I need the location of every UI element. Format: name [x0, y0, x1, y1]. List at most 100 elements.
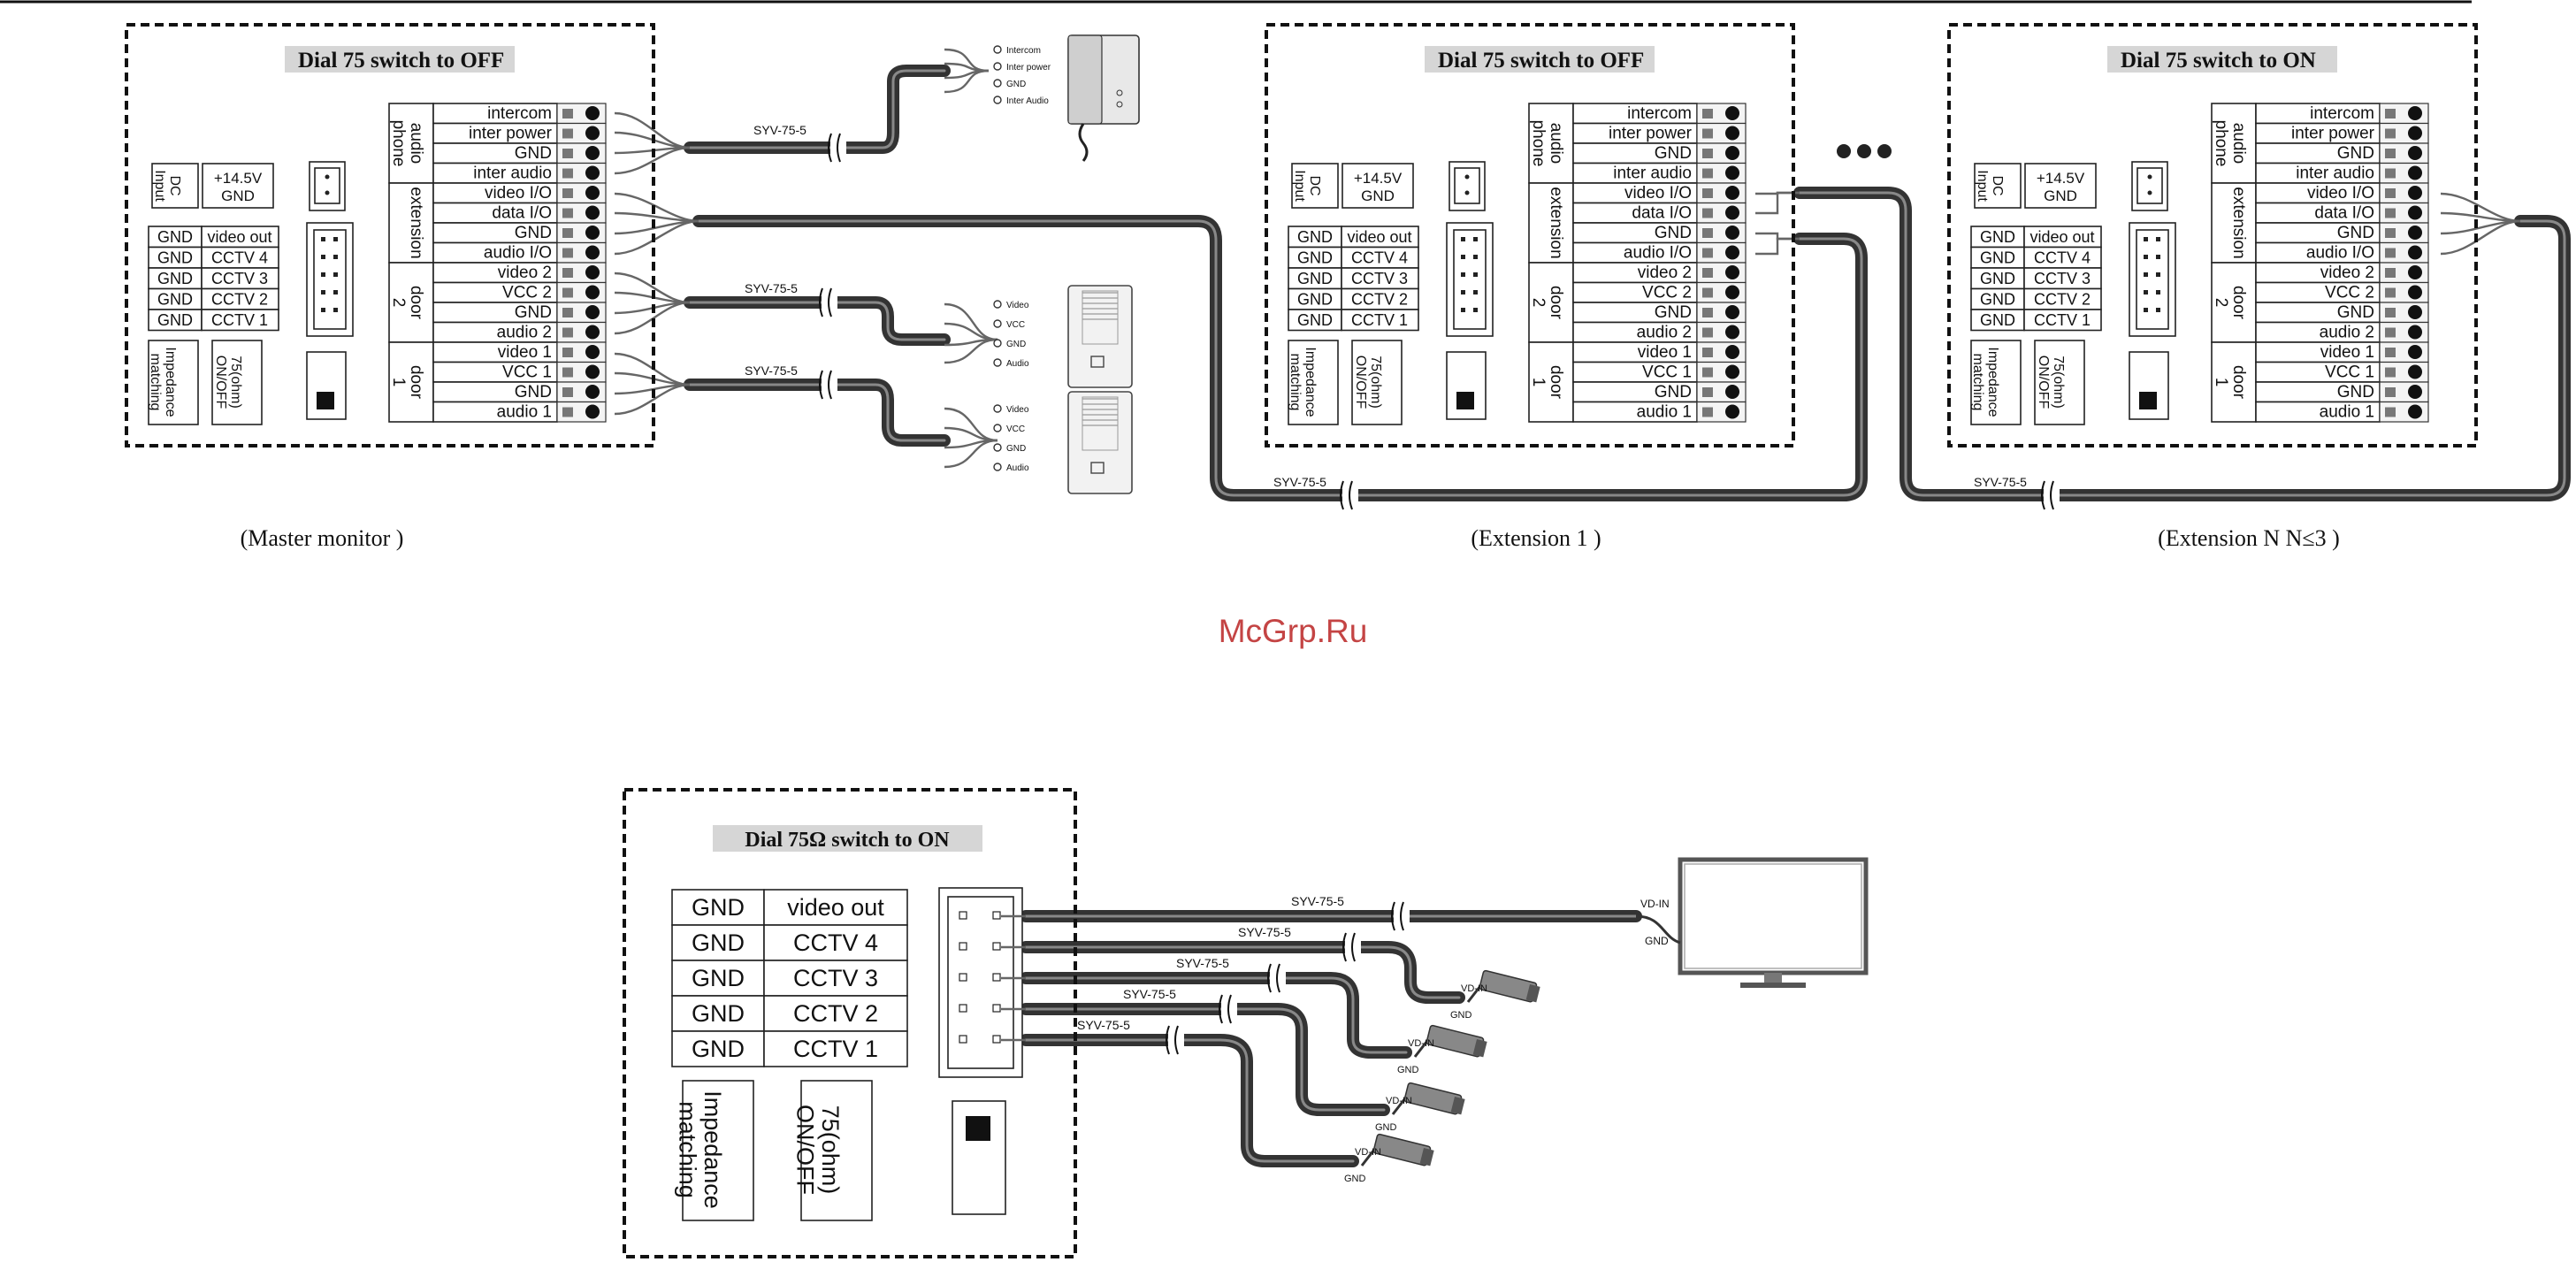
- cctv-signal-text: CCTV 2: [1351, 291, 1408, 309]
- terminal-pin-label: video I/O: [1624, 184, 1692, 203]
- bottom-cctv-signal-text: CCTV 3: [793, 965, 878, 991]
- voltage-box: [2024, 163, 2097, 209]
- screw-terminal-slot: [1702, 367, 1713, 378]
- screw-terminal-head: [1725, 305, 1739, 319]
- camera-gnd-label: GND: [1397, 1065, 1419, 1075]
- screw-terminal-head: [1725, 146, 1739, 160]
- header-pin: [321, 237, 325, 241]
- screw-terminal-head: [2408, 325, 2422, 340]
- cable-break-line: [1227, 994, 1232, 1024]
- cable-break-line: [1276, 963, 1280, 993]
- screw-terminal-head: [2408, 404, 2422, 419]
- door-station-camera-area: [1082, 290, 1119, 345]
- terminal-group-label-line: phone: [1529, 120, 1548, 167]
- ohm-switch-label-line: ON/OFF: [1353, 356, 1368, 409]
- terminal-group-box: [388, 182, 434, 264]
- bottom-cable-2-highlight: [1024, 976, 1408, 1054]
- screw-terminal-slot: [1702, 287, 1713, 298]
- ohm-switch-label-text: 75(ohm)ON/OFF: [213, 356, 243, 409]
- door-station-call-button: [1090, 462, 1105, 474]
- impedance-label-text: Impedancematching: [1288, 347, 1318, 417]
- cable-label-door1: SYV-75-5: [745, 363, 798, 378]
- screw-terminal-slot: [1702, 387, 1713, 397]
- cable-handset: [684, 65, 951, 154]
- camera-lens: [1450, 1097, 1465, 1115]
- caption-extension-1: (Extension 1 ): [1471, 525, 1601, 551]
- cctv-header-inner: [2136, 229, 2169, 330]
- camera-lens: [1525, 984, 1540, 1003]
- power-pin: [2147, 190, 2152, 195]
- bottom-cctv-gnd-text: GND: [692, 1000, 745, 1027]
- screw-terminal-slot: [562, 149, 573, 158]
- terminal-group-label-text: extension: [407, 187, 425, 258]
- header-pin: [1473, 290, 1478, 294]
- impedance-label-line: Impedance: [163, 347, 178, 417]
- screw-terminal-head: [1725, 245, 1739, 260]
- terminal-group-box: [2211, 341, 2257, 423]
- screw-terminal-slot: [1702, 128, 1713, 139]
- bottom-cctv-gnd-cell: [671, 889, 765, 926]
- terminal-group-label-text: audiophone: [389, 120, 425, 167]
- bottom-ohm-switch-label-line: ON/OFF: [792, 1105, 819, 1195]
- screw-terminal-slot: [2385, 268, 2396, 278]
- terminal-pin-label: GND: [2337, 144, 2374, 163]
- header-pin: [1473, 308, 1478, 312]
- screw-terminal-slot: [562, 387, 573, 397]
- bottom-cctv-signal-cell: [763, 960, 908, 997]
- header-pin: [1473, 255, 1478, 259]
- voltage-gnd-label: GND: [1361, 187, 1395, 204]
- bottom-banner-bg: [713, 825, 982, 852]
- terminal-group-label-line: audio: [1547, 123, 1565, 164]
- header-pin: [1461, 272, 1465, 277]
- screw-terminal-slot: [2385, 149, 2396, 158]
- screw-terminal-head: [1725, 106, 1739, 120]
- cable-ext1-extn: [1793, 187, 2571, 501]
- terminal-group-label-text: door2: [389, 286, 425, 320]
- bottom-cctv-signal-text: CCTV 4: [793, 929, 878, 956]
- header-pin: [1461, 290, 1465, 294]
- terminal-group-label: audiophone: [389, 120, 425, 167]
- cctv-signal-cell: [1341, 309, 1419, 332]
- camera-vd-in-label: VD-IN: [1386, 1096, 1412, 1106]
- terminal-group-label: door2: [2212, 286, 2248, 320]
- terminal-group-label-text: extension: [2229, 187, 2248, 258]
- cctv-gnd-text: GND: [1980, 228, 2015, 246]
- terminal-group-label: audiophone: [2212, 120, 2248, 167]
- tv-vd-in-label: VD-IN: [1640, 898, 1670, 910]
- screw-terminal-slot: [562, 407, 573, 417]
- screw-terminal-slot: [2385, 287, 2396, 298]
- screw-terminal-slot: [2385, 327, 2396, 338]
- cctv-signal-text: CCTV 2: [2034, 291, 2091, 309]
- screw-terminal-head: [585, 325, 600, 340]
- camera-lens: [1419, 1147, 1434, 1166]
- bottom-impedance-label-line: matching: [675, 1101, 701, 1198]
- panel-ext1: Dial 75 switch to OFFDCInput+14.5VGNDGND…: [1265, 23, 1795, 447]
- terminal-group-label-line: extension: [1547, 187, 1565, 258]
- terminal-pin-label: video I/O: [2307, 184, 2374, 203]
- wire-terminal: [993, 424, 1002, 432]
- terminal-group-label-line: 2: [1529, 298, 1548, 308]
- cable-label-ext1: SYV-75-5: [1273, 475, 1326, 489]
- bottom-impedance-label-text: Impedancematching: [675, 1090, 726, 1209]
- bottom-banner: Dial 75Ω switch to ON: [745, 829, 950, 852]
- bottom-connector-pin: [959, 973, 967, 982]
- camera-vd-in-label: VD-IN: [1408, 1038, 1434, 1049]
- tv-monitor-base: [1740, 983, 1806, 988]
- terminal-pin-label: audio I/O: [1624, 244, 1692, 263]
- screw-terminal-slot: [562, 348, 573, 357]
- wire-terminal: [993, 358, 1002, 367]
- ext1-jumper-wire: [1755, 191, 1800, 215]
- terminal-pin-label: GND: [515, 144, 552, 163]
- cable-break: [1166, 1025, 1184, 1055]
- wire-terminal: [993, 443, 1002, 452]
- terminal-group-label-line: door: [1547, 365, 1565, 400]
- terminal-group-label-line: 1: [2212, 378, 2230, 387]
- cable-break-line: [837, 133, 841, 163]
- camera-vd-in-label: VD-IN: [1461, 983, 1487, 994]
- header-pin: [1473, 272, 1478, 277]
- impedance-label-line: Impedance: [1985, 347, 2000, 417]
- terminal-pin-label: audio 1: [1637, 403, 1692, 422]
- bottom-cable-label: SYV-75-5: [1077, 1018, 1130, 1032]
